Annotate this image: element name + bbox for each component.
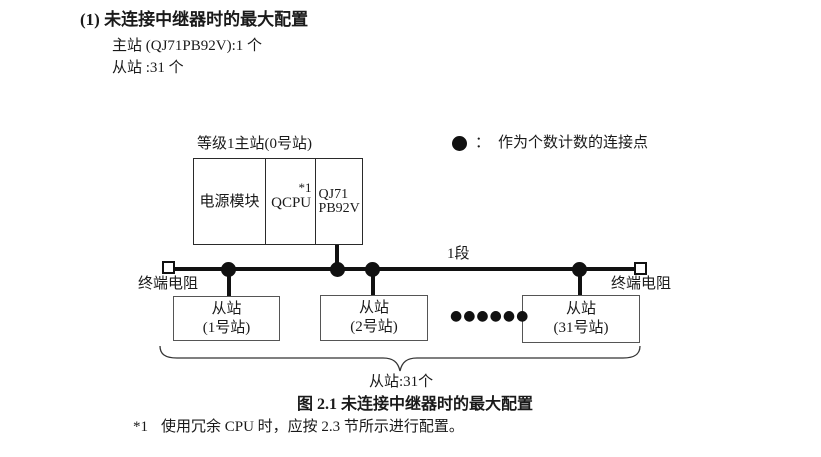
legend-separator: ： xyxy=(475,135,491,151)
slave-label-line2: (31号站) xyxy=(553,320,609,336)
power-module-cell: 电源模块 xyxy=(194,159,265,244)
connection-point-dot-icon xyxy=(572,262,587,277)
section-heading: (1) 未连接中继器时的最大配置 xyxy=(80,10,309,29)
master-station-label: 等级1主站(0号站) xyxy=(197,136,312,152)
slave1-drop-line xyxy=(227,271,231,297)
slave-range-brace xyxy=(159,345,641,372)
legend: ： 作为个数计数的连接点 xyxy=(452,135,648,151)
slave-label-line2: (2号站) xyxy=(350,319,398,335)
qj71-label-line2: PB92V xyxy=(318,200,360,216)
slave-spec-line: 从站 :31 个 xyxy=(112,60,184,76)
footnote: *1 使用冗余 CPU 时，应按 2.3 节所示进行配置。 xyxy=(133,419,464,435)
slave2-drop-line xyxy=(371,271,375,296)
ellipsis-dots: ●●●●●● xyxy=(450,308,530,324)
slave-label-line2: (1号站) xyxy=(202,319,251,336)
slave-label-line1: 从站 xyxy=(211,300,242,317)
terminating-resistor-left-icon xyxy=(162,261,175,274)
slave-label-line1: 从站 xyxy=(565,301,596,317)
terminating-resistor-left-label: 终端电阻 xyxy=(138,276,199,292)
qcpu-footnote-marker: *1 xyxy=(298,180,312,195)
legend-text: 作为个数计数的连接点 xyxy=(498,135,649,151)
qcpu-cell: *1 QCPU xyxy=(265,159,314,244)
slave31-drop-line xyxy=(578,271,582,296)
qcpu-label: QCPU xyxy=(271,195,312,211)
slave-station-box-2: 从站 (2号站) xyxy=(320,295,428,341)
segment-label: 1段 xyxy=(447,246,470,262)
slave-count-label: 从站:31个 xyxy=(369,374,434,390)
slave-station-box-31: 从站 (31号站) xyxy=(522,295,640,343)
figure-caption: 图 2.1 未连接中继器时的最大配置 xyxy=(297,396,534,413)
connection-point-dot-icon xyxy=(330,262,345,277)
slave-station-box-1: 从站 (1号站) xyxy=(173,296,280,341)
terminating-resistor-right-icon xyxy=(634,262,647,275)
master-station-box: 电源模块 *1 QCPU QJ71 PB92V xyxy=(193,158,363,245)
connection-point-dot-icon xyxy=(221,262,236,277)
connection-point-dot-icon xyxy=(452,135,467,151)
footnote-text: 使用冗余 CPU 时，应按 2.3 节所示进行配置。 xyxy=(161,419,464,435)
connection-point-dot-icon xyxy=(365,262,380,277)
bus-line xyxy=(173,267,635,271)
qj71pb92v-cell: QJ71 PB92V xyxy=(314,159,362,244)
power-module-label: 电源模块 xyxy=(199,193,260,210)
slave-label-line1: 从站 xyxy=(358,300,389,316)
qj71-label-line1: QJ71 xyxy=(318,186,349,202)
master-drop-line xyxy=(335,245,339,267)
footnote-marker: *1 xyxy=(133,419,148,435)
master-spec-line: 主站 (QJ71PB92V):1 个 xyxy=(112,38,263,54)
terminating-resistor-right-label: 终端电阻 xyxy=(611,276,672,292)
